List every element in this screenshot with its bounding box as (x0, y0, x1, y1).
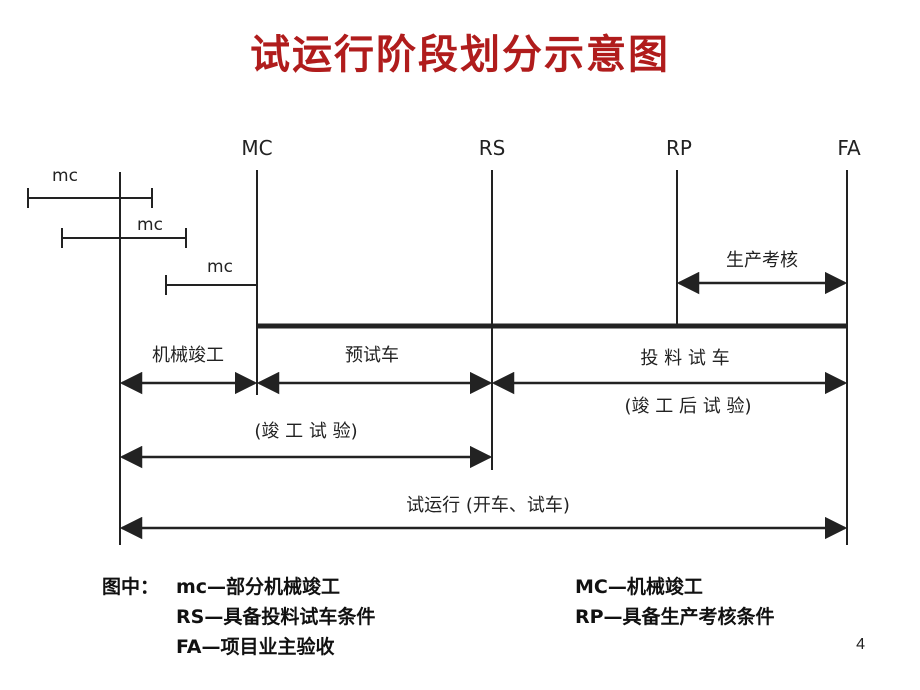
sub-mc-label-3: mc (207, 257, 233, 277)
trial-operation-label: 试运行 (开车、试车) (406, 495, 570, 516)
legend-prefix: 图中： (102, 576, 160, 598)
completion-test-label: (竣 工 试 验) (254, 421, 357, 442)
milestone-label-fa: FA (837, 136, 861, 160)
page-number: 4 (856, 636, 865, 653)
legend-RS-definition: RS—具备投料试车条件 (176, 606, 376, 628)
mechanical-completion-label: 机械竣工 (152, 345, 224, 366)
legend-mc-definition: mc—部分机械竣工 (176, 576, 341, 598)
milestone-lines (119, 170, 848, 545)
milestone-label-rs: RS (479, 136, 506, 160)
sub-mc-label-2: mc (137, 215, 163, 235)
production-assessment-label: 生产考核 (726, 250, 798, 271)
legend-FA-definition: FA—项目业主验收 (176, 636, 335, 658)
partial-mc-brackets (27, 188, 257, 295)
legend-MC-definition: MC—机械竣工 (575, 576, 703, 598)
legend-RP-definition: RP—具备生产考核条件 (575, 606, 775, 628)
post-completion-test-label: (竣 工 后 试 验) (625, 396, 752, 417)
feed-commissioning-label: 投 料 试 车 (640, 348, 729, 369)
page-title: 试运行阶段划分示意图 (250, 32, 670, 78)
milestone-label-mc: MC (241, 136, 272, 160)
milestone-label-rp: RP (666, 136, 692, 160)
pre-commissioning-label: 预试车 (345, 345, 399, 366)
sub-mc-label-1: mc (52, 166, 78, 186)
